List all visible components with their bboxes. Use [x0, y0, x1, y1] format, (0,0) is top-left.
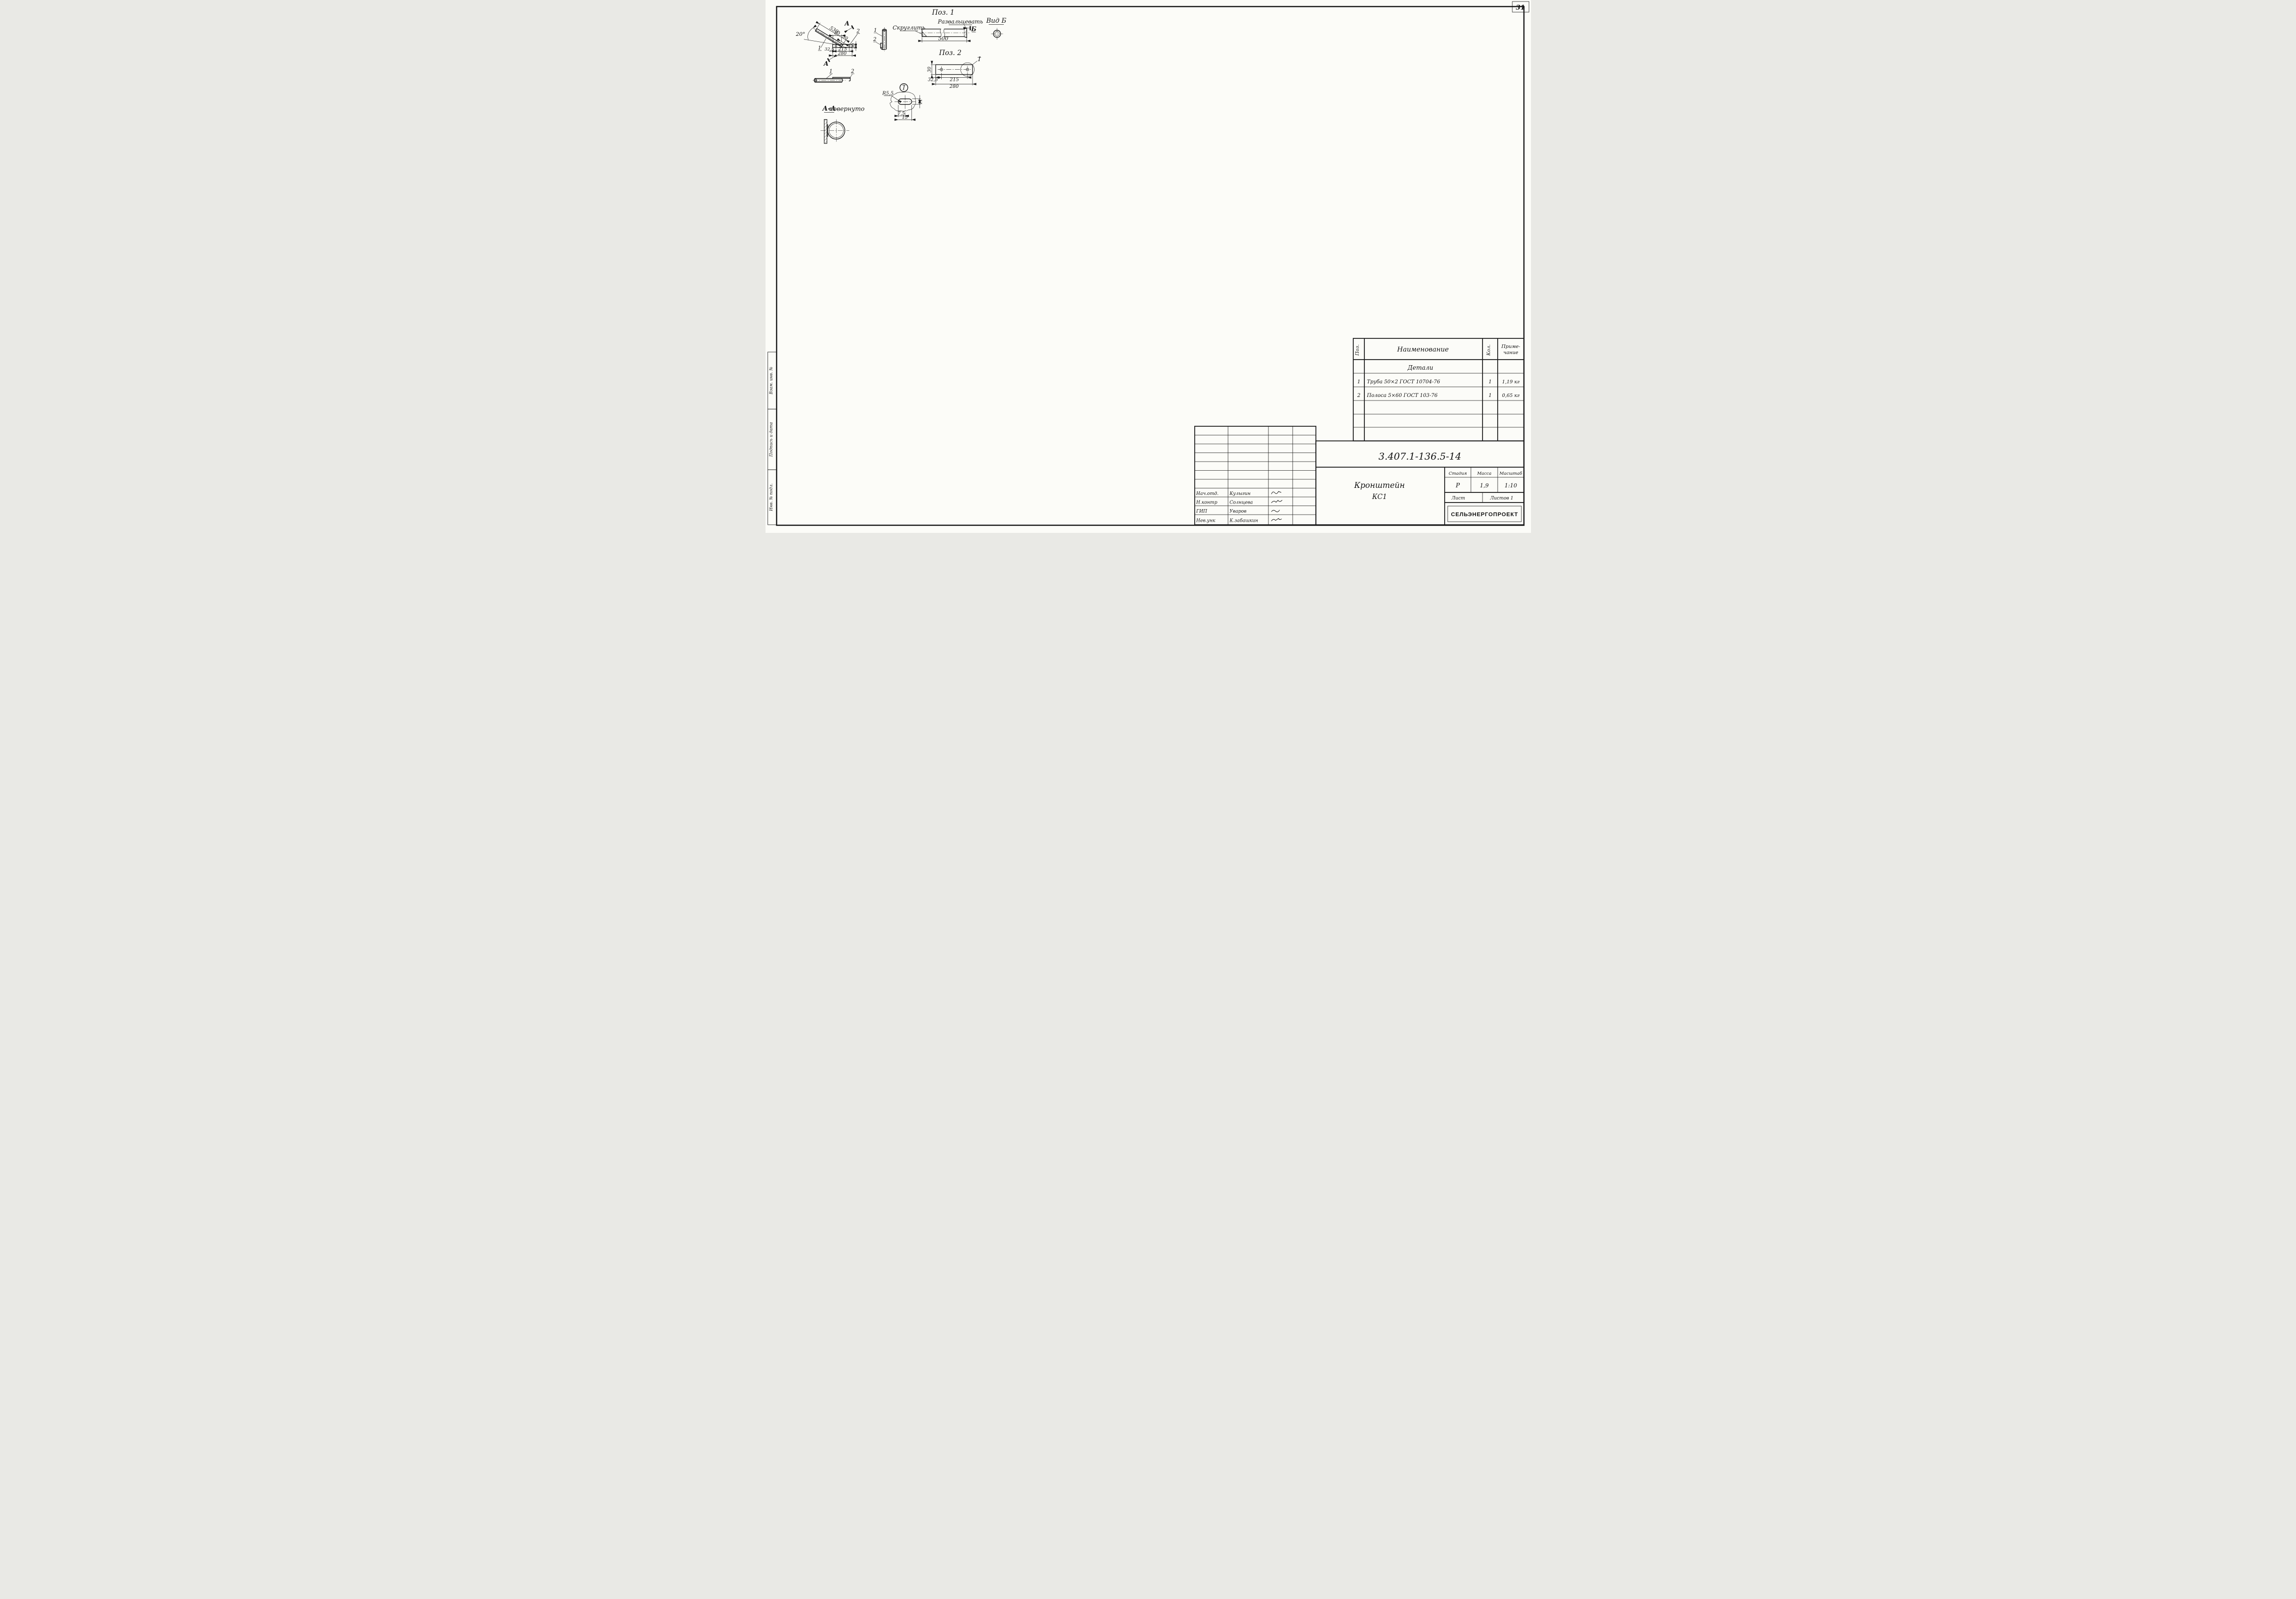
part-label-1: 1 — [874, 28, 877, 33]
dim-30-width: 30 — [851, 43, 856, 48]
poz1-pipe-drawing: Поз. 1 Скруглить Развальцевать Б 500 — [892, 9, 983, 42]
row1-poz: 1 — [1357, 379, 1360, 385]
row2-note: 0,65 кг — [1502, 393, 1519, 398]
col-header-qty: Кол. — [1486, 344, 1492, 356]
signer-role: Н.контр — [1196, 501, 1217, 506]
sheet-label: Лист — [1451, 496, 1465, 501]
table-row: 1 Труба 50×2 ГОСТ 10704-76 1 1,19 кг — [1357, 379, 1519, 385]
part-label-2: 2 — [850, 69, 854, 74]
pipe-end-view: 1 2 — [873, 27, 887, 52]
signature-mark — [1271, 491, 1281, 494]
note-skruglit: Скруглить — [892, 25, 925, 31]
view-mark-b: Б — [971, 26, 976, 33]
row2-name: Полоса 5×60 ГОСТ 103-76 — [1366, 393, 1438, 398]
signer-name: Уваров — [1230, 509, 1247, 514]
detail-mark-i: I — [978, 56, 981, 63]
table-group-title: Детали — [1407, 364, 1433, 371]
part-label-1: 1 — [829, 69, 832, 74]
row1-qty: 1 — [1488, 379, 1491, 385]
signer-name: Кулыгин — [1229, 491, 1251, 496]
row2-poz: 2 — [1356, 393, 1360, 398]
col-header-name: Наименование — [1396, 346, 1449, 354]
dim-280: 280 — [837, 51, 846, 56]
stamp-inv-podl: Инв. № подл. — [769, 483, 773, 512]
side-assembly-view: 1 2 — [812, 69, 854, 83]
poz2-plate-drawing: Поз. 2 I 30 32,5 215 280 — [927, 49, 981, 89]
dim-500: 500 — [938, 36, 948, 42]
doc-number: 3.407.1-136.5-14 — [1379, 451, 1461, 462]
drawing-name-line1: Кронштейн — [1353, 481, 1404, 490]
mass-label: Масса — [1476, 471, 1491, 476]
drawing-name-line2: КС1 — [1371, 493, 1387, 501]
row1-note: 1,19 кг — [1502, 379, 1519, 385]
dim-15: 15 — [902, 115, 908, 120]
detail-i-view: I R5,5 11 7,5 15 — [882, 83, 923, 121]
dim-280: 280 — [949, 84, 958, 89]
part-label-1: 1 — [818, 45, 821, 51]
part-label-2: 2 — [856, 29, 859, 34]
parts-table: Поз. Наименование Кол. Приме- чание Дета… — [1352, 338, 1524, 441]
dim-215: 215 — [949, 77, 958, 83]
note-razvalcevat: Развальцевать — [937, 19, 983, 25]
signer-name: Солнцева — [1230, 501, 1253, 506]
part-label-2: 2 — [873, 37, 876, 42]
signer-role: Нач.отд. — [1196, 491, 1218, 496]
mass-value: 1,9 — [1479, 482, 1489, 489]
section-mark-a-bottom: А — [823, 60, 829, 67]
main-assembly-view: 20° 530 80 30 1 2 32,5 215 280 — [795, 20, 860, 67]
dim-215: 215 — [838, 47, 847, 52]
col-header-note-2: чание — [1503, 350, 1518, 356]
page-number: 31 — [1512, 1, 1529, 13]
dim-30: 30 — [927, 67, 932, 73]
stage-value: Р — [1455, 482, 1460, 489]
stamp-podpis-data: Подпись и дата — [769, 422, 773, 458]
dim-11: 11 — [918, 98, 923, 104]
stamp-vzam-inv: Взам. инв. № — [769, 367, 773, 394]
signer-role: ГИП — [1196, 509, 1207, 514]
signer-role: Нев.унк — [1196, 519, 1215, 524]
section-a-a-view: А-А повернуто — [820, 105, 864, 144]
scale-value: 1:10 — [1504, 482, 1517, 489]
section-aa-title: А-А — [822, 105, 836, 113]
dim-7-5: 7,5 — [897, 112, 905, 117]
organization-name: СЕЛЬЭНЕРГОПРОЕКТ — [1451, 512, 1518, 518]
dim-angle: 20° — [795, 31, 805, 37]
vid-b-title: Вид Б — [986, 17, 1006, 25]
row2-qty: 1 — [1488, 393, 1491, 398]
vid-b-view: Вид Б — [986, 17, 1006, 40]
table-row: 2 Полоса 5×60 ГОСТ 103-76 1 0,65 кг — [1356, 393, 1519, 398]
poz1-title: Поз. 1 — [931, 9, 954, 17]
sheet-border — [776, 6, 1524, 526]
signature-mark — [1271, 518, 1282, 521]
scale-label: Масштаб — [1499, 471, 1522, 476]
col-header-note-1: Приме- — [1501, 344, 1520, 349]
col-header-poz: Поз. — [1355, 344, 1360, 356]
signature-mark — [1271, 510, 1280, 513]
drawing-sheet: 31 Взам. инв. № Подпись и дата Инв. № по… — [765, 0, 1531, 533]
row1-name: Труба 50×2 ГОСТ 10704-76 — [1367, 379, 1441, 385]
signer-name: К.забашкин — [1229, 518, 1258, 524]
sheets-label: Листов 1 — [1489, 496, 1513, 501]
poz2-title: Поз. 2 — [938, 49, 961, 57]
side-stamps: Взам. инв. № Подпись и дата Инв. № подл. — [767, 352, 777, 525]
dim-32-5: 32,5 — [825, 47, 834, 52]
section-mark-a-top: А — [844, 20, 849, 27]
dim-32-5: 32,5 — [928, 78, 938, 83]
stage-label: Стадия — [1448, 471, 1466, 476]
dim-80: 80 — [834, 31, 840, 36]
signature-mark — [1271, 499, 1282, 503]
title-block: Нач.отд. Кулыгин Н.контр Солнцева ГИП Ув… — [1194, 426, 1524, 525]
dim-radius: R5,5 — [882, 91, 893, 96]
detail-i-mark: I — [902, 84, 905, 91]
dim-30-end: 30 — [841, 34, 849, 41]
section-aa-note: повернуто — [829, 106, 864, 113]
page-number-text: 31 — [1515, 4, 1524, 12]
